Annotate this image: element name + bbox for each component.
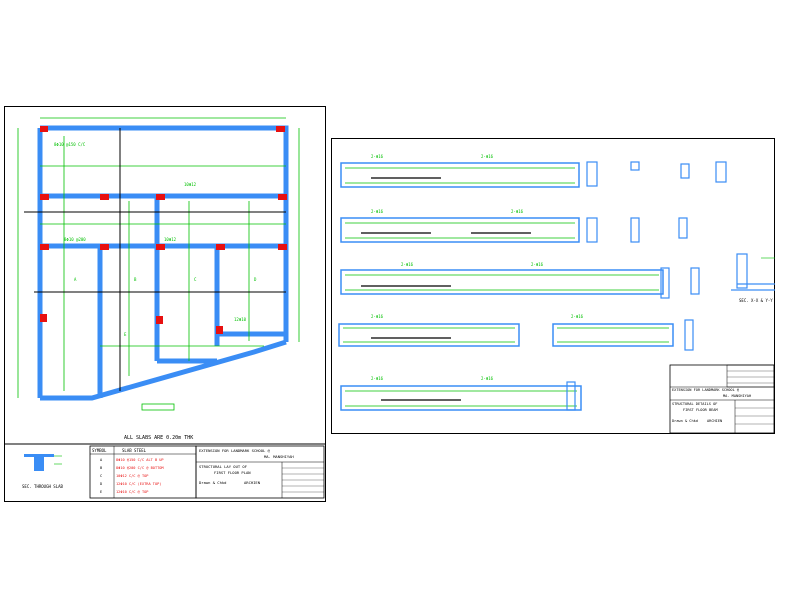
svg-text:2-Φ16: 2-Φ16 bbox=[371, 154, 384, 159]
svg-text:E: E bbox=[124, 332, 127, 337]
project-line1: EXTENSION FOR LANDMARK SCHOOL @ bbox=[672, 388, 740, 392]
legend-symbol: B bbox=[100, 466, 102, 470]
svg-text:2-Φ16: 2-Φ16 bbox=[401, 262, 414, 267]
svg-text:2-Φ16: 2-Φ16 bbox=[481, 376, 494, 381]
legend-steel: 8Φ10 @150 C/C ALT B UP bbox=[116, 458, 164, 462]
beam-rebars bbox=[343, 167, 669, 407]
columns bbox=[40, 126, 287, 334]
drawing-title1: STRUCTURAL LAY OUT OF bbox=[199, 464, 248, 469]
svg-text:2-Φ16: 2-Φ16 bbox=[371, 209, 384, 214]
plan-note: ALL SLABS ARE 0.20m THK bbox=[124, 435, 193, 441]
svg-text:10Φ12: 10Φ12 bbox=[184, 182, 197, 187]
svg-text:12Φ10: 12Φ10 bbox=[234, 317, 247, 322]
legend-symbol: A bbox=[100, 458, 103, 462]
drawing-title2: FIRST FLOOR PLAN bbox=[214, 470, 251, 475]
svg-text:10Φ12: 10Φ12 bbox=[164, 237, 177, 242]
beam-details-svg: 2-Φ16 2-Φ16 2-Φ16 2-Φ16 2-Φ16 2-Φ16 2-Φ16 2-… bbox=[331, 138, 775, 434]
svg-text:8Φ10 @150 C/C: 8Φ10 @150 C/C bbox=[54, 142, 86, 147]
svg-text:2-Φ16: 2-Φ16 bbox=[571, 314, 584, 319]
drawing-title2: FIRST FLOOR BEAM bbox=[683, 408, 718, 412]
project-line2: MA. MANSHIYAH bbox=[264, 454, 294, 459]
svg-text:2-Φ16: 2-Φ16 bbox=[511, 209, 524, 214]
legend-steel: 8Φ10 @200 C/C @ BOTTOM bbox=[116, 466, 164, 470]
legend-header-steel: SLAB STEEL bbox=[122, 448, 147, 453]
section-xx-yy-detail bbox=[731, 253, 775, 291]
svg-text:2-Φ16: 2-Φ16 bbox=[481, 154, 494, 159]
beam-labels: 2-Φ16 2-Φ16 2-Φ16 2-Φ16 2-Φ16 2-Φ16 2-Φ16 2-… bbox=[371, 154, 584, 381]
svg-text:8Φ10 @200: 8Φ10 @200 bbox=[64, 237, 86, 242]
section-label: SEC. X-X & Y-Y bbox=[739, 298, 773, 303]
svg-text:B: B bbox=[134, 277, 137, 282]
consultant: ARCHIEN bbox=[244, 480, 261, 485]
beam-top-bars bbox=[361, 177, 531, 401]
svg-text:2-Φ16: 2-Φ16 bbox=[371, 376, 384, 381]
legend-steel: 12Φ10 C/C @ TOP bbox=[116, 490, 148, 494]
legend-steel: 10Φ12 C/C @ TOP bbox=[116, 474, 148, 478]
svg-text:C: C bbox=[194, 277, 197, 282]
legend-symbol: E bbox=[100, 490, 102, 494]
svg-text:A: A bbox=[74, 277, 77, 282]
legend-symbol: D bbox=[100, 482, 102, 486]
cross-sections bbox=[566, 161, 727, 411]
rebar-legend-table: SYMBOL SLAB STEEL A 8Φ10 @150 C/C ALT B … bbox=[89, 445, 197, 499]
legend-header-symbol: SYMBOL bbox=[92, 448, 107, 453]
consultant: ARCHIEN bbox=[707, 419, 722, 423]
svg-text:2-Φ16: 2-Φ16 bbox=[371, 314, 384, 319]
title-block-left: EXTENSION FOR LANDMARK SCHOOL @ MA. MANS… bbox=[195, 445, 325, 499]
exterior-walls bbox=[37, 125, 289, 401]
slab-section-detail bbox=[24, 454, 62, 471]
drawing-title1: STRUCTURAL DETAILS OF bbox=[672, 402, 717, 406]
legend-symbol: C bbox=[100, 474, 102, 478]
section-cut-lines bbox=[24, 128, 286, 391]
sign-label: Drawn & Chkd bbox=[672, 419, 698, 423]
title-block-right: EXTENSION FOR LANDMARK SCHOOL @ MA. MANS… bbox=[669, 364, 775, 434]
project-line2: MA. MANSHIYAH bbox=[723, 394, 751, 398]
beam-elevations bbox=[338, 162, 674, 411]
section-label: SEC. THROUGH SLAB bbox=[22, 484, 64, 489]
rebar-annotations: 8Φ10 @150 C/C 10Φ12 8Φ10 @200 10Φ12 A B C… bbox=[54, 142, 257, 337]
sign-label: Drawn & Chkd bbox=[199, 480, 226, 485]
legend-steel: 12Φ10 C/C (EXTRA TOP) bbox=[116, 482, 161, 486]
sheet-border bbox=[4, 106, 326, 502]
svg-text:D: D bbox=[254, 277, 257, 282]
right-drawing-sheet: 2-Φ16 2-Φ16 2-Φ16 2-Φ16 2-Φ16 2-Φ16 2-Φ16 2-… bbox=[331, 138, 775, 434]
callout-box bbox=[141, 403, 175, 411]
svg-text:2-Φ16: 2-Φ16 bbox=[531, 262, 544, 267]
project-line1: EXTENSION FOR LANDMARK SCHOOL @ bbox=[199, 448, 271, 453]
